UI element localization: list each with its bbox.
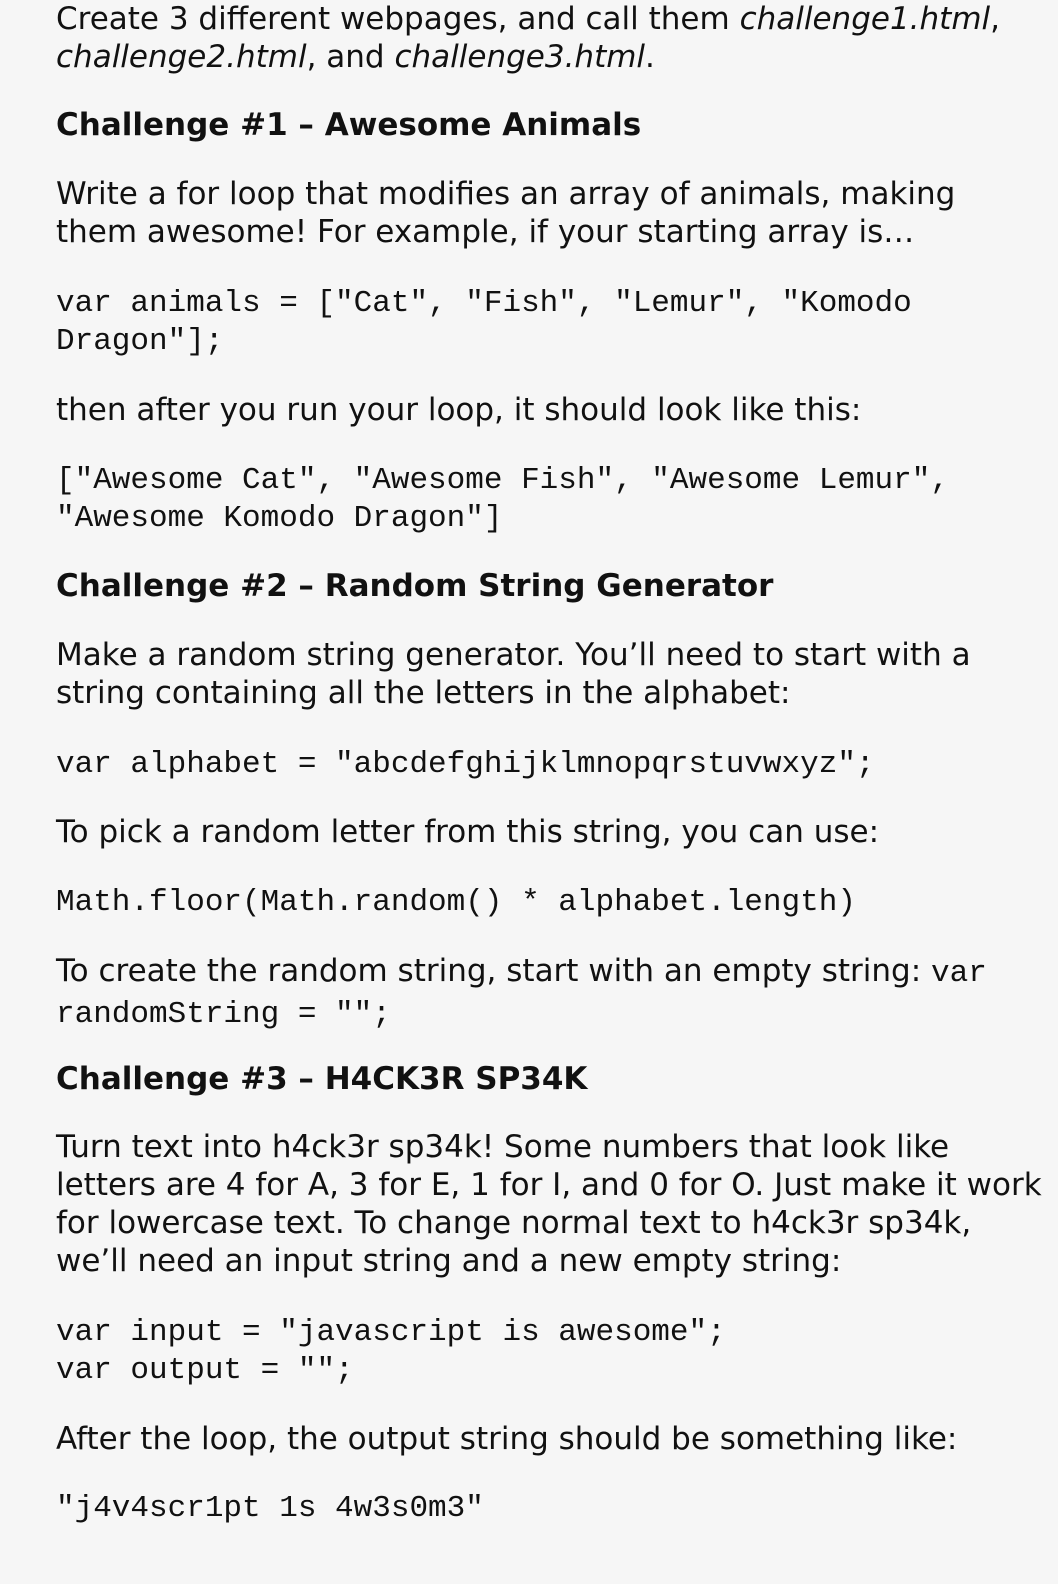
challenge3-paragraph-2: After the loop, the output string should…	[56, 1421, 958, 1457]
challenge1-paragraph-2: then after you run your loop, it should …	[56, 392, 862, 428]
intro-text-1: Create 3 different webpages, and call th…	[56, 1, 740, 37]
challenge2-inline-code-randomstring: randomString = "";	[56, 997, 391, 1032]
challenge3-heading: Challenge #3 – H4CK3R SP34K	[56, 1061, 588, 1097]
challenge3-paragraph-1: Turn text into h4ck3r sp34k! Some number…	[56, 1129, 1042, 1279]
challenge3-code-output-example: "j4v4scr1pt 1s 4w3s0m3"	[56, 1491, 484, 1526]
intro-text-2: ,	[990, 1, 1000, 37]
intro-text-4: .	[645, 39, 655, 75]
challenge1-paragraph-1: Write a for loop that modifies an array …	[56, 176, 956, 250]
filename-challenge1: challenge1.html	[739, 1, 991, 37]
challenge2-paragraph-3: To create the random string, start with …	[56, 952, 1046, 1034]
challenge2-code-alphabet: var alphabet = "abcdefghijklmnopqrstuvwx…	[56, 747, 875, 782]
challenge1-heading: Challenge #1 – Awesome Animals	[56, 107, 642, 143]
challenge1-code-animals: var animals = ["Cat", "Fish", "Lemur", "…	[56, 286, 931, 359]
challenge2-heading: Challenge #2 – Random String Generator	[56, 568, 774, 604]
challenge2-paragraph-3-text: To create the random string, start with …	[56, 953, 932, 989]
intro-paragraph: Create 3 different webpages, and call th…	[56, 0, 1046, 76]
filename-challenge2: challenge2.html	[56, 39, 307, 75]
challenge2-inline-code-var: var	[931, 956, 987, 991]
filename-challenge3: challenge3.html	[394, 39, 646, 75]
challenge2-code-random: Math.floor(Math.random() * alphabet.leng…	[56, 885, 856, 920]
challenge2-paragraph-2: To pick a random letter from this string…	[56, 814, 880, 850]
challenge2-paragraph-1: Make a random string generator. You’ll n…	[56, 637, 971, 711]
intro-text-3: , and	[306, 39, 395, 75]
challenge3-code-input-output: var input = "javascript is awesome"; var…	[56, 1315, 726, 1388]
challenge1-code-result: ["Awesome Cat", "Awesome Fish", "Awesome…	[56, 463, 968, 536]
